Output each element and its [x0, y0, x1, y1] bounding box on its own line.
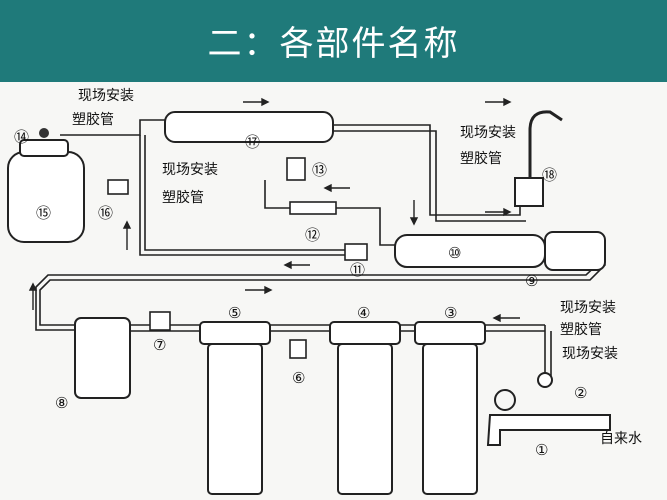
faucet-base — [514, 177, 544, 207]
label-onsite-install-1: 现场安装 — [78, 88, 134, 104]
label-plastic-tube-2: 塑胶管 — [162, 189, 204, 206]
label-onsite-install-3: 现场安装 — [460, 125, 516, 141]
component-number-1: ① — [535, 441, 548, 459]
tube-17-to-18b — [332, 130, 526, 222]
inlet-valve — [537, 372, 553, 388]
label-plastic-tube-1: 塑胶管 — [72, 111, 114, 128]
component-number-2: ② — [574, 384, 587, 402]
component-number-6: ⑥ — [292, 369, 305, 387]
tube-membrane-top — [264, 180, 395, 246]
component-number-5: ⑤ — [228, 304, 241, 322]
component-number-11: ⑪ — [350, 261, 365, 279]
high-pressure-switch — [107, 179, 129, 195]
tube-waste — [139, 230, 345, 256]
membrane-cap — [544, 231, 606, 271]
post-carbon-filter — [164, 111, 334, 143]
check-valve — [344, 243, 368, 261]
waste-water-ratio-valve — [289, 201, 337, 215]
booster-pump — [74, 317, 131, 399]
tap-handle — [494, 389, 516, 411]
component-number-13: ⑬ — [312, 161, 327, 179]
faucet — [528, 110, 563, 205]
tap-faucet — [486, 414, 611, 446]
low-pressure-switch — [286, 157, 306, 181]
filter-housing-3 — [414, 321, 486, 345]
label-onsite-install-5: 现场安装 — [562, 346, 618, 362]
component-number-16: ⑯ — [98, 204, 113, 222]
label-plastic-tube-3: 塑胶管 — [460, 150, 502, 167]
component-number-10: ⑩ — [448, 244, 461, 262]
label-tap-water: 自来水 — [600, 431, 642, 447]
tube-17-to-18 — [332, 124, 521, 216]
component-number-12: ⑫ — [305, 226, 320, 244]
pressure-tank — [7, 151, 85, 243]
low-pressure-switch-6 — [289, 339, 307, 359]
tube-waste-b — [144, 230, 345, 251]
inlet-solenoid-valve — [149, 311, 171, 331]
page-title: 二：各部件名称 — [207, 24, 460, 64]
label-onsite-install-4: 现场安装 — [560, 300, 616, 316]
component-number-7: ⑦ — [153, 336, 166, 354]
component-number-18: ⑱ — [542, 166, 557, 184]
filter-housing-4 — [329, 321, 401, 345]
tank-neck — [19, 139, 69, 157]
title-banner: 二：各部件名称 — [0, 0, 667, 82]
component-number-15: ⑮ — [36, 204, 51, 222]
filter-housing-5 — [199, 321, 271, 345]
ro-membrane — [394, 234, 546, 268]
component-number-3: ③ — [444, 304, 457, 322]
tank-valve — [39, 128, 49, 138]
label-plastic-tube-4: 塑胶管 — [560, 321, 602, 338]
tube-tank-top — [60, 119, 165, 136]
label-onsite-install-2: 现场安装 — [162, 162, 218, 178]
component-number-14: ⑭ — [14, 128, 29, 146]
component-number-8: ⑧ — [55, 394, 68, 412]
component-number-9: ⑨ — [525, 272, 538, 290]
component-number-4: ④ — [357, 304, 370, 322]
component-number-17: ⑰ — [245, 133, 260, 151]
